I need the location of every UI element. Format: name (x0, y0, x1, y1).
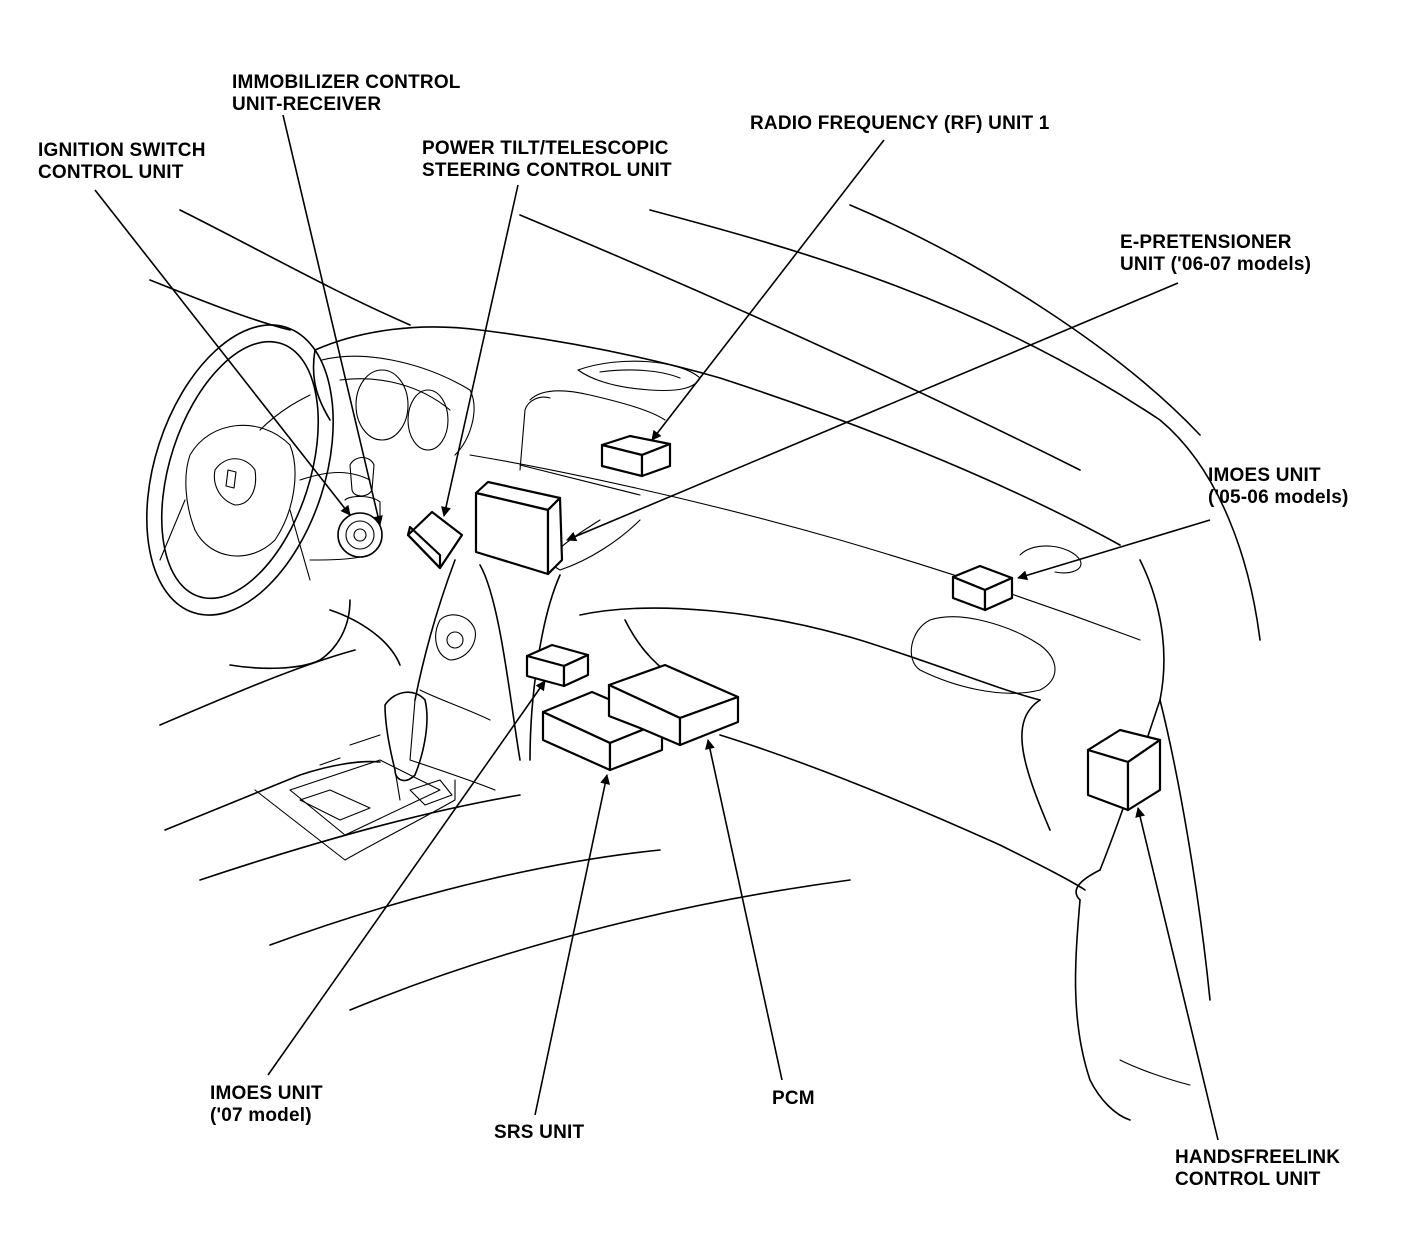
handsfreelink-unit-box (1086, 728, 1162, 812)
dashboard-outline (149, 204, 1261, 1121)
label-imoes-07: IMOES UNIT ('07 model) (210, 1083, 323, 1126)
imoes-07-unit-box (525, 643, 590, 688)
power-tilt-unit-box (406, 510, 464, 570)
leader-power-tilt (441, 184, 519, 517)
label-power-tilt: POWER TILT/TELESCOPIC STEERING CONTROL U… (422, 138, 672, 181)
leader-pcm (705, 739, 783, 1081)
leader-lines (94, 114, 1219, 1141)
pcm-box (607, 663, 740, 747)
label-imoes-0506: IMOES UNIT ('05-06 models) (1208, 465, 1349, 508)
leader-handsfreelink (1135, 807, 1219, 1141)
leader-e-pretensioner (566, 282, 1179, 542)
label-srs: SRS UNIT (494, 1122, 585, 1143)
label-handsfreelink: HANDSFREELINK CONTROL UNIT (1175, 1147, 1341, 1190)
label-e-pretensioner: E-PRETENSIONER UNIT ('06-07 models) (1120, 232, 1312, 275)
label-rf-unit: RADIO FREQUENCY (RF) UNIT 1 (750, 113, 1050, 134)
label-pcm: PCM (772, 1088, 815, 1109)
e-pretensioner-unit-box (474, 480, 564, 576)
leader-rf-unit (651, 139, 885, 441)
leader-immobilizer (282, 114, 383, 526)
leader-ignition (94, 189, 351, 516)
leader-srs (534, 774, 611, 1116)
leader-imoes-0506 (1017, 519, 1211, 581)
steering-wheel (146, 324, 371, 616)
imoes-0506-unit-box (951, 564, 1014, 612)
rf-unit-box (600, 434, 672, 478)
label-ignition: IGNITION SWITCH CONTROL UNIT (38, 140, 206, 183)
srs-unit-box (541, 690, 664, 772)
leader-imoes-07 (267, 680, 546, 1076)
label-immobilizer: IMMOBILIZER CONTROL UNIT-RECEIVER (232, 72, 461, 115)
